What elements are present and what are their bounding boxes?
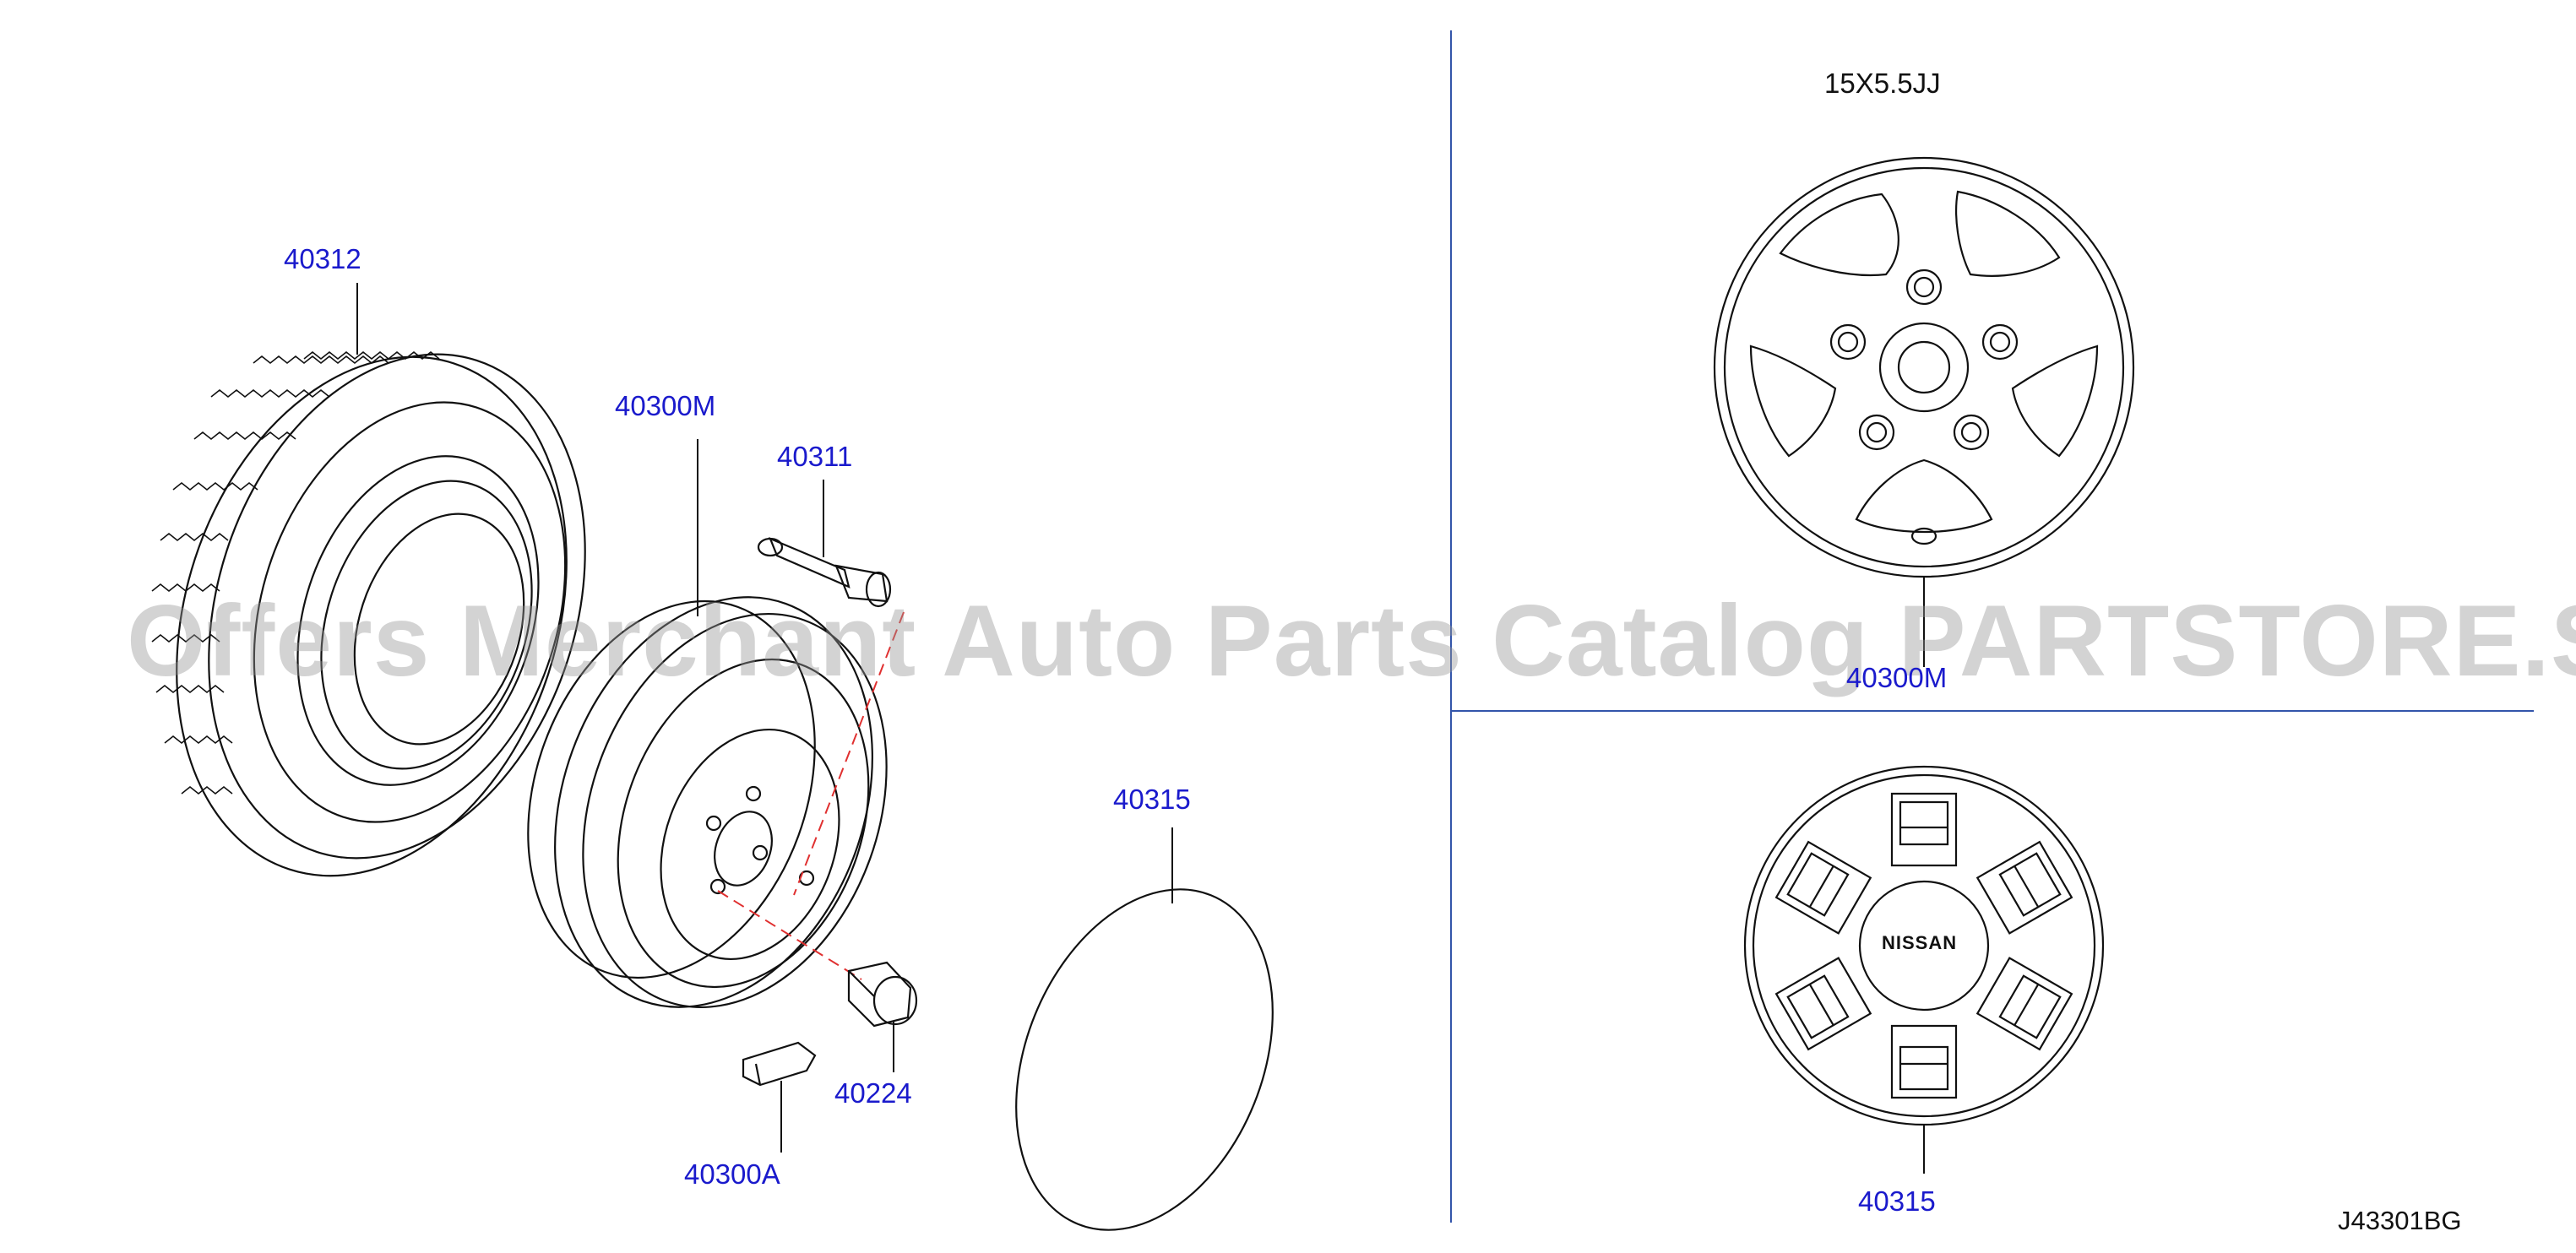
callout-alloy-wheel[interactable]: 40300M xyxy=(1846,662,1948,693)
callout-valve[interactable]: 40311 xyxy=(777,441,853,472)
nut-drawing xyxy=(847,961,918,1028)
wheel-cover-left-drawing xyxy=(1015,888,1274,1231)
tire-drawing xyxy=(151,350,586,877)
steel-wheel-drawing xyxy=(527,596,888,1009)
callout-wheel-cover-right[interactable]: 40315 xyxy=(1858,1185,1936,1217)
assembly-centerlines xyxy=(717,611,905,980)
callout-balance-weight[interactable]: 40300A xyxy=(684,1158,780,1190)
balance-weight-drawing xyxy=(742,1041,817,1087)
diagram-code: J43301BG xyxy=(2338,1206,2462,1235)
callout-steel-wheel[interactable]: 40300M xyxy=(615,390,716,421)
panel-dividers xyxy=(1450,30,2534,1223)
alloy-wheel-drawing xyxy=(1713,156,2135,578)
callout-wheel-cover-left[interactable]: 40315 xyxy=(1113,784,1191,815)
callout-tire[interactable]: 40312 xyxy=(284,243,361,274)
callout-nut[interactable]: 40224 xyxy=(834,1077,912,1109)
wheel-size-label: 15X5.5JJ xyxy=(1824,68,1941,99)
cover-logo: NISSAN xyxy=(1882,932,1958,953)
valve-drawing xyxy=(757,536,892,608)
